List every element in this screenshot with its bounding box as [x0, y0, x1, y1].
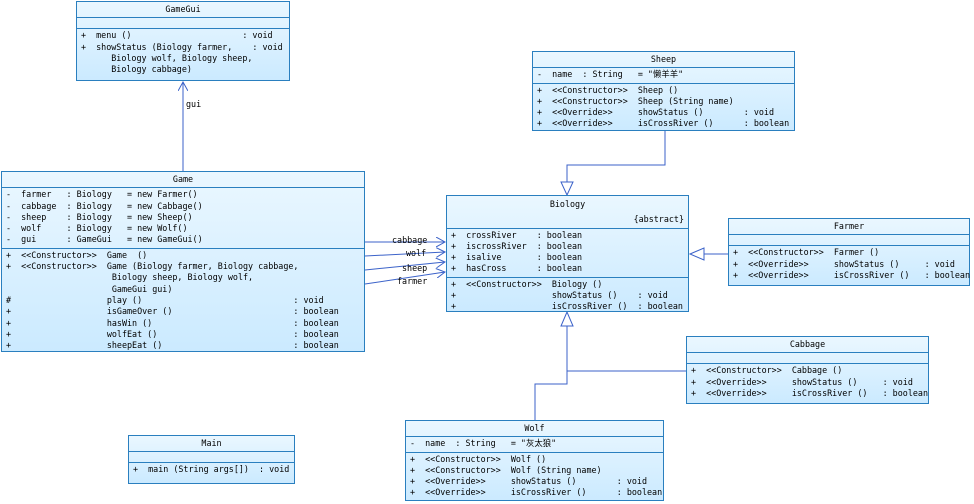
attribute: - name : String = "懒羊羊" [537, 69, 684, 80]
class-sheep[interactable]: Sheep - name : String = "懒羊羊" + <<Constr… [532, 51, 795, 131]
gen-sheep-line [566, 131, 666, 182]
class-name: Game [2, 172, 364, 189]
operation: Biology wolf, Biology sheep, [81, 52, 253, 63]
assoc-wolf-label: wolf [406, 248, 426, 258]
operation: + main (String args[]) : void [133, 464, 290, 475]
class-stereotype: {abstract} [447, 214, 688, 229]
class-gamegui[interactable]: GameGui + menu () : void + showStatus (B… [76, 1, 290, 81]
operation: + wolfEat () : boolean [6, 328, 339, 339]
operations-section: + menu () : void + showStatus (Biology f… [77, 29, 289, 77]
operation: + <<Override>> isCrossRiver () : boolean [537, 118, 790, 129]
attribute: + crossRiver : boolean [451, 229, 583, 240]
operation: + <<Override>> showStatus () : void [537, 107, 774, 118]
operation: # play () : void [6, 294, 324, 305]
operation: + <<Constructor>> Game () [6, 249, 148, 260]
class-name: Cabbage [687, 337, 928, 354]
operations-section: + <<Constructor>> Sheep () + <<Construct… [533, 84, 794, 132]
operation: + <<Override>> showStatus () : void [410, 476, 647, 487]
operation: + <<Override>> isCrossRiver () : boolean [691, 387, 928, 398]
gen-sheep-triangle [560, 181, 574, 197]
attributes-section [77, 18, 289, 30]
operation: + <<Constructor>> Biology () [451, 278, 603, 289]
operation: + <<Constructor>> Farmer () [733, 247, 880, 258]
attribute: - gui : GameGui = new GameGui() [6, 234, 203, 245]
assoc-wolf-line [364, 252, 445, 256]
operations-section: + <<Constructor>> Biology () + showStatu… [447, 278, 688, 315]
gen-wolf-cabbage-triangle [560, 310, 574, 327]
operation: + <<Constructor>> Sheep (String name) [537, 95, 734, 106]
operation: Biology cabbage) [81, 64, 192, 75]
operations-section: + <<Constructor>> Wolf () + <<Constructo… [406, 453, 663, 501]
operations-section: + <<Constructor>> Cabbage () + <<Overrid… [687, 364, 928, 401]
operation: + menu () : void [81, 30, 273, 41]
attribute: - wolf : Biology = new Wolf() [6, 223, 188, 234]
class-biology[interactable]: Biology {abstract} + crossRiver : boolea… [446, 195, 689, 312]
class-wolf[interactable]: Wolf - name : String = "灰太狼" + <<Constru… [405, 420, 664, 501]
attributes-section [129, 452, 294, 464]
assoc-cabbage-label: cabbage [392, 235, 427, 245]
assoc-gui-label: gui [186, 99, 201, 109]
attribute: - name : String = "灰太狼" [410, 438, 557, 449]
attribute: - farmer : Biology = new Farmer() [6, 189, 198, 200]
operation: + <<Constructor>> Sheep () [537, 84, 679, 95]
operation: + <<Constructor>> Game (Biology farmer, … [6, 261, 299, 272]
attribute: - cabbage : Biology = new Cabbage() [6, 200, 203, 211]
gen-wolf-line [534, 326, 568, 420]
operation: + <<Override>> showStatus () : void [733, 258, 955, 269]
operation: + <<Constructor>> Wolf () [410, 453, 547, 464]
operation: + isCrossRiver () : boolean [451, 301, 683, 312]
class-name: GameGui [77, 2, 289, 19]
attributes-section: - name : String = "懒羊羊" [533, 68, 794, 84]
operation: + sheepEat () : boolean [6, 340, 339, 351]
class-game[interactable]: Game - farmer : Biology = new Farmer() -… [1, 171, 365, 352]
assoc-sheep-line [364, 262, 445, 271]
assoc-farmer-line [364, 272, 445, 285]
class-name: Sheep [533, 52, 794, 69]
attributes-section: - farmer : Biology = new Farmer() - cabb… [2, 188, 364, 249]
attributes-section: - name : String = "灰太狼" [406, 437, 663, 453]
class-main[interactable]: Main + main (String args[]) : void [128, 435, 295, 484]
attributes-section: + crossRiver : boolean + iscrossRiver : … [447, 229, 688, 278]
attribute: + hasCross : boolean [451, 263, 583, 274]
operation: Biology sheep, Biology wolf, [6, 272, 254, 283]
class-name: Biology [549, 199, 586, 209]
operations-section: + <<Constructor>> Game () + <<Constructo… [2, 249, 364, 354]
class-name: Farmer [729, 219, 969, 236]
operation: + <<Override>> isCrossRiver () : boolean [410, 487, 663, 498]
attributes-section [687, 353, 928, 365]
operation: + <<Override>> isCrossRiver () : boolean [733, 269, 970, 280]
assoc-sheep-label: sheep [402, 263, 427, 273]
assoc-farmer-label: farmer [397, 276, 427, 286]
operation: GameGui gui) [6, 283, 173, 294]
operation: + <<Constructor>> Wolf (String name) [410, 464, 602, 475]
class-farmer[interactable]: Farmer + <<Constructor>> Farmer () + <<O… [728, 218, 970, 286]
class-cabbage[interactable]: Cabbage + <<Constructor>> Cabbage () + <… [686, 336, 929, 404]
operation: + hasWin () : boolean [6, 317, 339, 328]
operation: + showStatus (Biology farmer, : void [81, 41, 283, 52]
operation: + <<Override>> showStatus () : void [691, 376, 913, 387]
class-name: Main [129, 436, 294, 453]
attributes-section [729, 235, 969, 247]
attribute: + iscrossRiver : boolean [451, 240, 583, 251]
operation: + isGameOver () : boolean [6, 306, 339, 317]
operations-section: + <<Constructor>> Farmer () + <<Override… [729, 246, 970, 283]
operation: + <<Constructor>> Cabbage () [691, 365, 843, 376]
gen-farmer-triangle [688, 247, 705, 261]
attribute: + isalive : boolean [451, 252, 583, 263]
class-name: Wolf [406, 421, 663, 438]
operation: + showStatus () : void [451, 290, 668, 301]
attribute: - sheep : Biology = new Sheep() [6, 211, 193, 222]
operations-section: + main (String args[]) : void [129, 463, 294, 477]
